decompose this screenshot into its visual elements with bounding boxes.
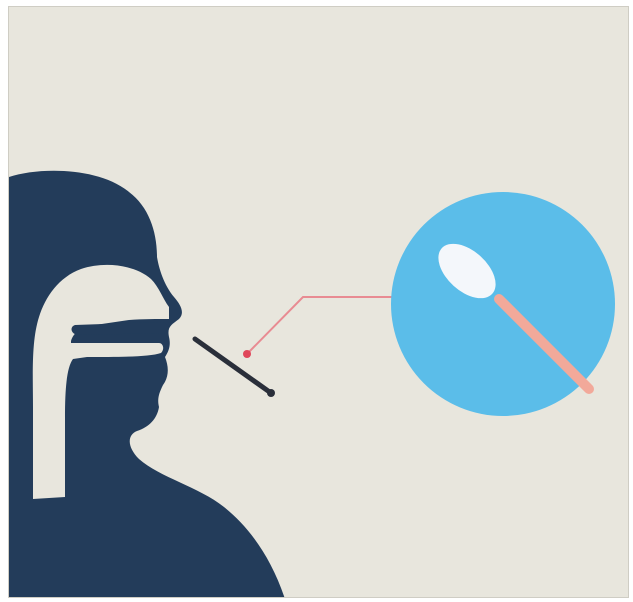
swab-icon xyxy=(195,339,271,393)
leader-dot xyxy=(243,350,251,358)
swab-tip xyxy=(267,389,275,397)
zoom-circle-icon xyxy=(391,192,615,416)
swab-test-illustration xyxy=(9,7,629,598)
illustration-frame xyxy=(8,6,629,598)
leader-line xyxy=(247,297,393,354)
